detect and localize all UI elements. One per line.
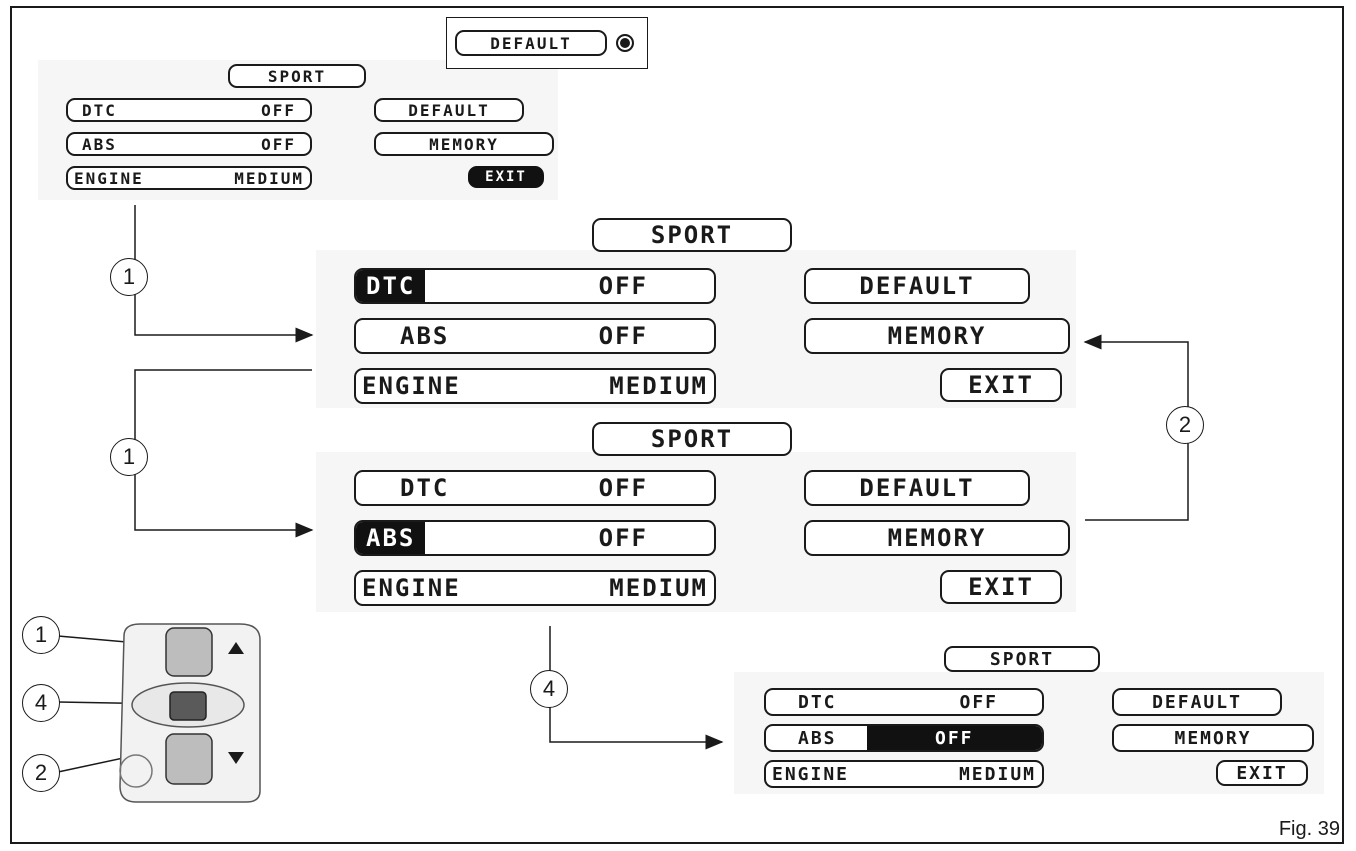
exit-button-2: EXIT	[940, 570, 1062, 604]
callout-4-flow: 4	[530, 670, 568, 708]
arrow-1-top	[134, 205, 314, 343]
arrow-1-middle	[134, 369, 314, 538]
figure-label: Fig. 39	[1278, 818, 1340, 840]
sport-title-2: SPORT	[592, 422, 792, 456]
sport-title-1: SPORT	[592, 218, 792, 252]
default-button: DEFAULT	[374, 98, 524, 122]
callout-1-middle: 1	[110, 438, 148, 476]
callout-4-switch: 4	[22, 684, 60, 722]
exit-button: EXIT	[468, 166, 544, 188]
switch-drawing	[119, 623, 261, 803]
default-button-3: DEFAULT	[1112, 688, 1282, 716]
callout-1-switch: 1	[22, 616, 60, 654]
default-button-1: DEFAULT	[804, 268, 1030, 304]
button-4-shape	[169, 691, 207, 721]
default-selected: DEFAULT	[455, 30, 607, 56]
exit-button-3: EXIT	[1216, 760, 1308, 786]
arrow-4	[549, 626, 724, 750]
memory-button-2: MEMORY	[804, 520, 1070, 556]
memory-button: MEMORY	[374, 132, 554, 156]
callout-2-switch: 2	[22, 754, 60, 792]
button-1-shape	[165, 627, 213, 677]
sport-title-3: SPORT	[944, 646, 1100, 672]
callout-2-loop: 2	[1166, 406, 1204, 444]
exit-button-1: EXIT	[940, 368, 1062, 402]
memory-button-1: MEMORY	[804, 318, 1070, 354]
handlebar-switch-illustration	[110, 616, 270, 806]
callout-1-top: 1	[110, 258, 148, 296]
memory-button-3: MEMORY	[1112, 724, 1314, 752]
selected-dot-icon	[616, 34, 634, 52]
default-button-2: DEFAULT	[804, 470, 1030, 506]
up-arrow-icon	[228, 642, 244, 654]
button-2-shape	[165, 733, 213, 785]
sport-title: SPORT	[228, 64, 366, 88]
down-arrow-icon	[228, 752, 244, 764]
